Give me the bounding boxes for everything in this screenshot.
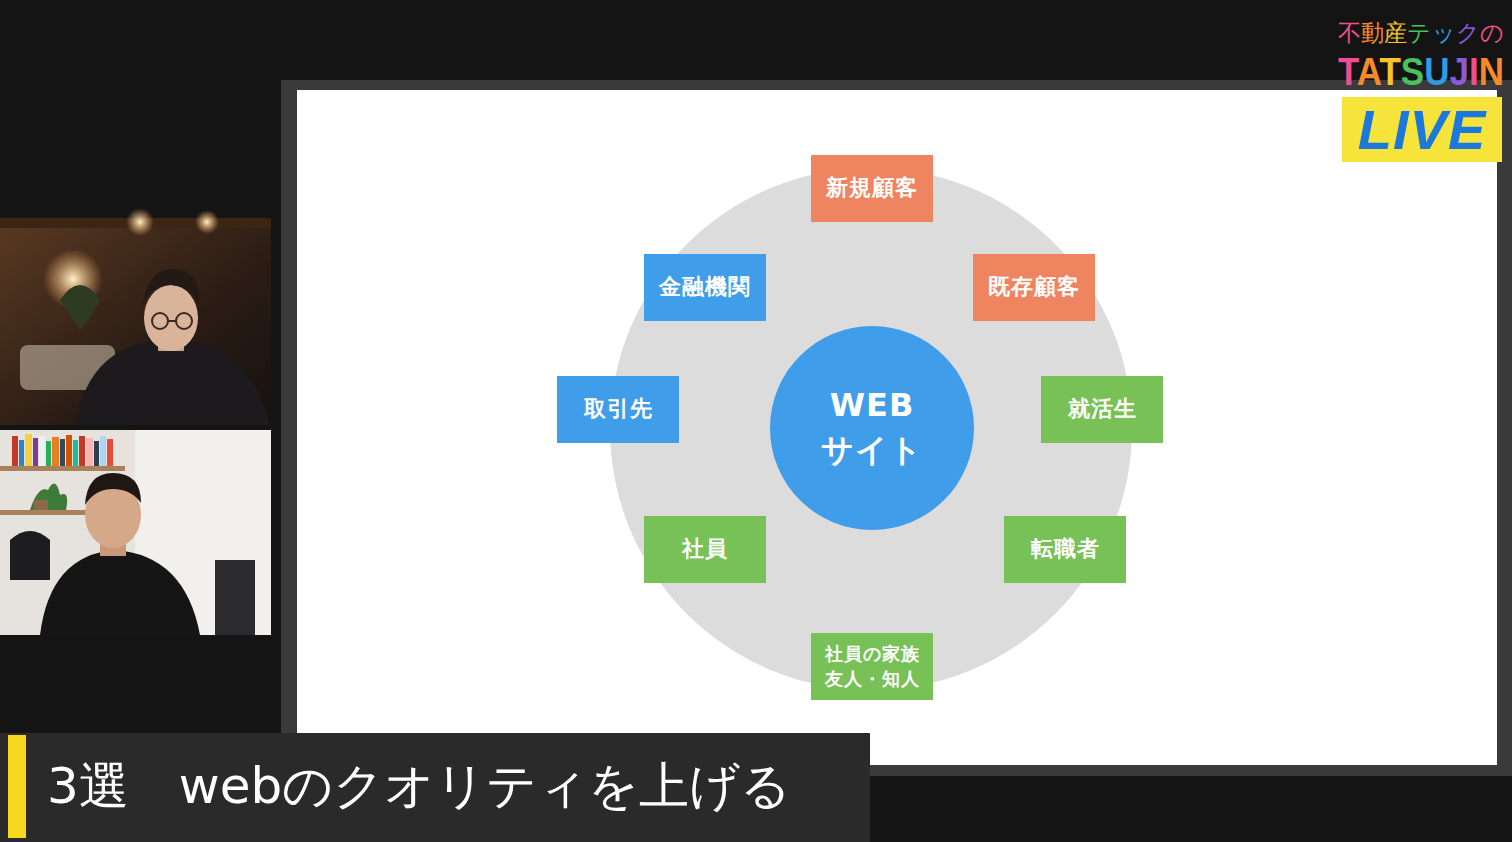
node-label: 金融機関	[659, 272, 751, 303]
stakeholder-box: 取引先	[557, 376, 679, 443]
circle-shape	[770, 326, 974, 530]
caption-text: 3選 webのクオリティを上げる	[47, 756, 791, 816]
stakeholder-box: 社員	[644, 516, 766, 583]
webcam-host	[0, 208, 271, 425]
node-label: WEB サイト	[807, 383, 937, 473]
stakeholder-box: 既存顧客	[973, 254, 1095, 321]
node-label: 転職者	[1031, 534, 1100, 565]
caption-accent	[8, 735, 26, 838]
slide-frame	[281, 80, 1512, 776]
node-label: 社員の家族 友人・知人	[822, 641, 922, 691]
center-circle: WEB サイト	[770, 326, 974, 530]
stakeholder-box: 転職者	[1004, 516, 1126, 583]
live-badge-text: LIVE	[1342, 97, 1502, 162]
node-label: 新規顧客	[826, 173, 918, 204]
stakeholder-box: 就活生	[1041, 376, 1163, 443]
stakeholder-box: 新規顧客	[811, 155, 933, 222]
stakeholder-box: 社員の家族 友人・知人	[811, 633, 933, 700]
live-badge	[1342, 97, 1502, 162]
node-label: 社員	[682, 534, 728, 565]
slide	[297, 90, 1497, 765]
node-label: 就活生	[1068, 394, 1137, 425]
stakeholder-box: 金融機関	[644, 254, 766, 321]
logo-text: TATSUJIN	[1338, 52, 1504, 94]
caption-bar	[0, 733, 870, 842]
circle-outline	[770, 326, 974, 530]
node-label: 既存顧客	[988, 272, 1080, 303]
webcam-guest	[0, 430, 271, 635]
node-label: 取引先	[584, 394, 653, 425]
logo-text: 不動産テックの	[1338, 20, 1504, 46]
